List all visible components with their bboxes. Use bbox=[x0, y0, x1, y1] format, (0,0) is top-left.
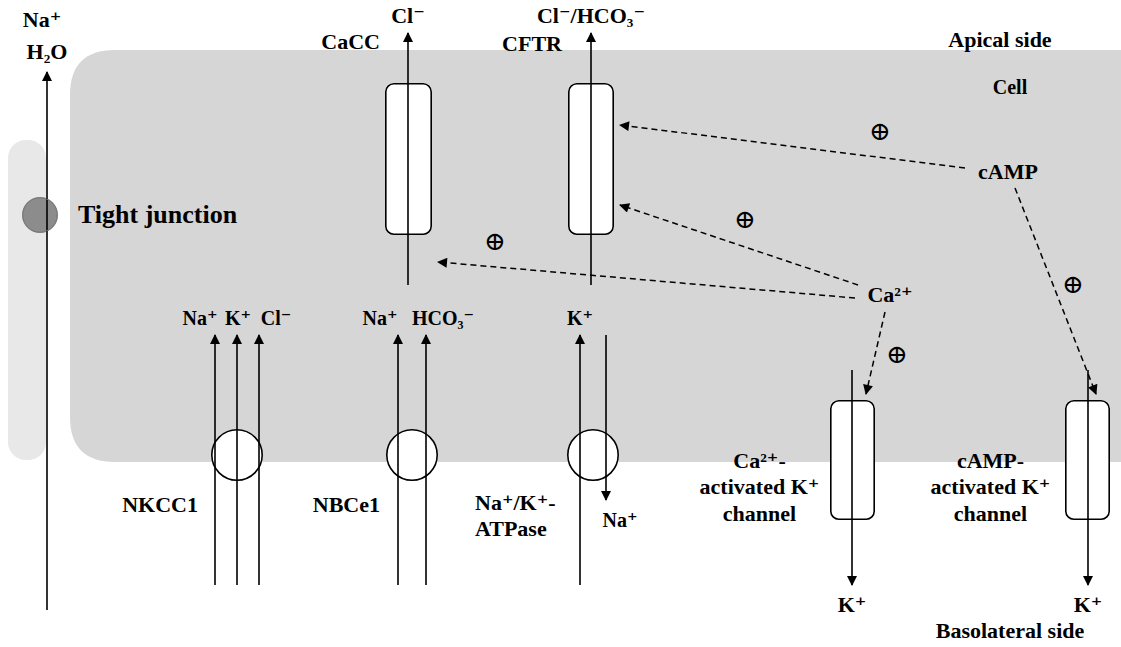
ion-label: K⁺ bbox=[1074, 592, 1103, 618]
activation-sign: ⊕ bbox=[734, 204, 756, 235]
channel-box: Ca²⁺- activated K⁺ channel bbox=[830, 400, 875, 520]
ion-label: Na⁺ bbox=[603, 508, 638, 532]
side-label: Basolateral side bbox=[936, 618, 1085, 644]
pump-circle-outline bbox=[567, 429, 619, 481]
channel-box: CFTR bbox=[568, 83, 614, 235]
ion-label: Cl⁻/HCO₃⁻ bbox=[537, 3, 645, 29]
side-label: Apical side bbox=[948, 27, 1051, 53]
channel-box-shape bbox=[831, 401, 874, 519]
transporter-fill bbox=[386, 429, 438, 481]
flux-arrow bbox=[397, 335, 399, 585]
ion-label: H₂O bbox=[27, 39, 68, 65]
node-label: CFTR bbox=[502, 31, 562, 57]
tight-junction: Tight junction bbox=[22, 197, 58, 233]
transporter-circle-shape bbox=[212, 430, 262, 480]
node-label: Na⁺/K⁺- ATPase bbox=[475, 490, 570, 543]
node-label: Tight junction bbox=[78, 199, 237, 230]
ion-label: K⁺ bbox=[838, 592, 867, 618]
channel-box-shape bbox=[569, 84, 613, 234]
channel-box-shape bbox=[386, 84, 431, 234]
flux-arrow bbox=[605, 335, 607, 500]
activation-sign: ⊕ bbox=[1062, 269, 1084, 300]
ion-label: HCO₃⁻ bbox=[412, 306, 474, 330]
channel-box-outline bbox=[1065, 400, 1110, 520]
messenger-label: cAMP bbox=[978, 159, 1038, 185]
ion-label: Na⁺ bbox=[363, 306, 398, 330]
flux-arrow bbox=[590, 33, 592, 285]
pump-circle: Na⁺/K⁺- ATPase bbox=[567, 429, 619, 481]
cell-region: Cell bbox=[70, 50, 1121, 462]
channel-box-outline bbox=[830, 400, 875, 520]
tight-junction-fill bbox=[22, 197, 58, 233]
transporter-circle-outline bbox=[211, 429, 263, 481]
transporter-circle: NBCe1 bbox=[386, 429, 438, 481]
cell-body bbox=[70, 50, 1121, 462]
node-label: NKCC1 bbox=[122, 492, 198, 518]
transporter-circle-outline bbox=[386, 429, 438, 481]
flux-arrow bbox=[46, 72, 48, 610]
ion-label: K⁺ bbox=[225, 306, 251, 330]
node-label: NBCe1 bbox=[313, 492, 380, 518]
activation-arrow bbox=[866, 312, 885, 394]
activation-sign: ⊕ bbox=[886, 339, 908, 370]
activation-arrow bbox=[438, 262, 855, 298]
flux-arrow bbox=[236, 335, 238, 585]
pump-circle-shape bbox=[568, 430, 618, 480]
ion-label: K⁺ bbox=[567, 306, 593, 330]
channel-box: CaCC bbox=[385, 83, 432, 235]
tight-junction-shape bbox=[23, 198, 57, 232]
transporter-circle-shape bbox=[387, 430, 437, 480]
node-label: cAMP- activated K⁺ channel bbox=[923, 448, 1058, 527]
activation-arrow bbox=[620, 205, 858, 285]
activation-arrow bbox=[1015, 188, 1096, 394]
node-label: Cell bbox=[993, 75, 1027, 99]
channel-box-outline bbox=[385, 83, 432, 235]
transporter-fill bbox=[567, 429, 619, 481]
ion-label: Cl⁻ bbox=[261, 306, 292, 330]
activation-arrow bbox=[620, 125, 965, 168]
ion-label: Cl⁻ bbox=[391, 3, 425, 29]
flux-arrow bbox=[407, 33, 409, 285]
flux-arrow bbox=[425, 335, 427, 585]
transporter-circle: NKCC1 bbox=[211, 429, 263, 481]
channel-box-shape bbox=[1066, 401, 1109, 519]
flux-arrow bbox=[214, 335, 216, 585]
flux-arrow bbox=[258, 335, 260, 585]
ion-label: Na⁺ bbox=[23, 7, 62, 33]
neighbour-cell bbox=[8, 140, 46, 460]
messenger-label: Ca²⁺ bbox=[867, 282, 912, 308]
flux-arrow bbox=[1087, 370, 1089, 585]
activation-sign: ⊕ bbox=[484, 226, 506, 257]
channel-box-outline bbox=[568, 83, 614, 235]
node-label: CaCC bbox=[321, 29, 380, 55]
flux-arrow bbox=[579, 335, 581, 585]
activation-sign: ⊕ bbox=[869, 116, 891, 147]
channel-box: cAMP- activated K⁺ channel bbox=[1065, 400, 1110, 520]
node-label: Ca²⁺- activated K⁺ channel bbox=[697, 448, 822, 527]
tight-junction-outline bbox=[22, 197, 58, 233]
ion-label: Na⁺ bbox=[183, 306, 218, 330]
flux-arrow bbox=[851, 370, 853, 585]
